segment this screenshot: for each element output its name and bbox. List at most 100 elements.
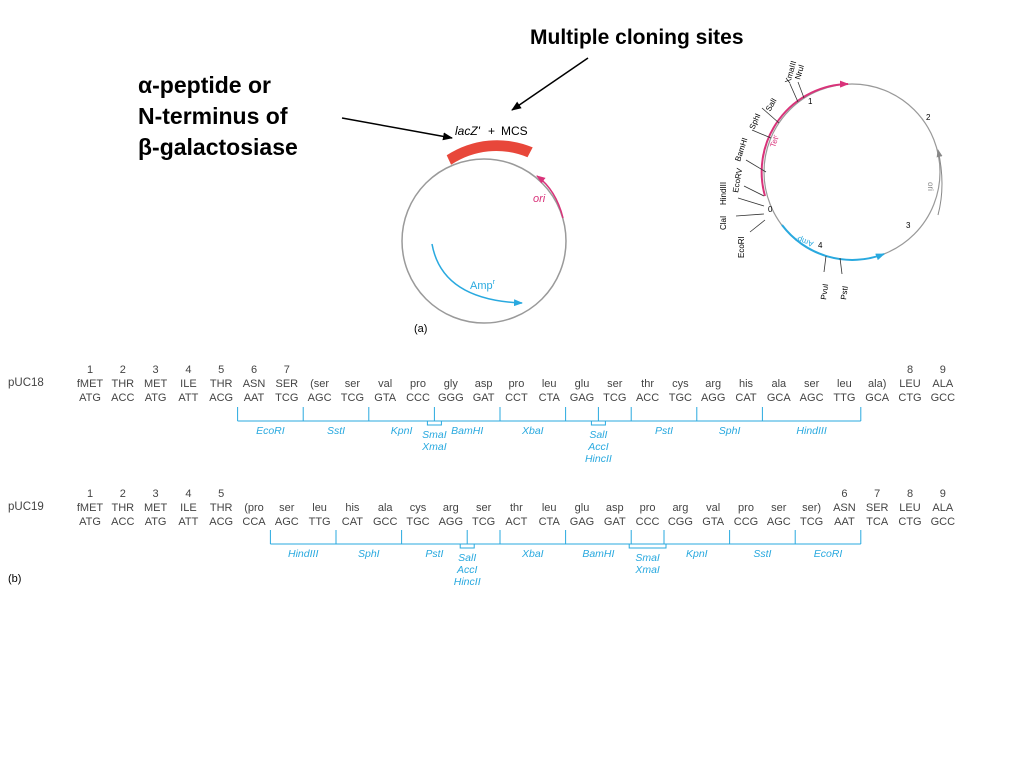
tet-label: Tetʳ bbox=[768, 134, 780, 149]
dna-codon: ACC bbox=[636, 392, 659, 404]
amino-acid: ala) bbox=[868, 378, 886, 390]
amino-acid: ser bbox=[279, 502, 295, 514]
codon-number: 2 bbox=[120, 364, 126, 376]
dna-codon: CCC bbox=[636, 516, 660, 528]
dna-codon: CAT bbox=[735, 392, 756, 404]
spoke-clai bbox=[735, 213, 765, 217]
dna-codon: TCG bbox=[341, 392, 364, 404]
site-label-ssti: SstI bbox=[753, 548, 771, 560]
amino-acid: ALA bbox=[932, 502, 953, 514]
amino-acid: arg bbox=[705, 378, 721, 390]
dna-codon: GAG bbox=[570, 392, 594, 404]
mcs-label: MCS bbox=[501, 124, 528, 138]
puc19-codon-table: 1fMETATG2THRACC3METATG4ILEATT5THRACG(pro… bbox=[77, 488, 955, 528]
amino-acid: THR bbox=[111, 502, 134, 514]
ori-arrow bbox=[536, 175, 564, 219]
amino-acid: ASN bbox=[243, 378, 266, 390]
spoke-nrui bbox=[797, 81, 805, 99]
dna-codon: GCC bbox=[931, 516, 956, 528]
amino-acid: (pro bbox=[244, 502, 264, 514]
spoke-hindiii bbox=[737, 197, 765, 207]
lacz-gene-label: lacZ' bbox=[455, 124, 481, 138]
site-label-ecori: EcoRI bbox=[256, 425, 285, 437]
spoke-ecorv bbox=[743, 185, 765, 197]
codon-number: 1 bbox=[87, 364, 93, 376]
site-label-xmai: XmaI bbox=[421, 441, 447, 453]
site-label-bamhi: BamHI bbox=[451, 425, 483, 437]
site-label-psti: PstI bbox=[425, 548, 443, 560]
site-sphi: SphI bbox=[748, 112, 763, 131]
amino-acid: arg bbox=[672, 502, 688, 514]
amino-acid: ala bbox=[378, 502, 394, 514]
site-label-sphi: SphI bbox=[358, 548, 380, 560]
plasmid-map: ori Tetʳ Ampʳ 0 1 2 3 4 EcoRI ClaI HindI… bbox=[719, 60, 943, 300]
codon-number: 5 bbox=[218, 364, 224, 376]
plasmid-circle bbox=[401, 158, 567, 324]
codon-number: 2 bbox=[120, 488, 126, 500]
site-pvui: PvuI bbox=[819, 283, 830, 300]
amino-acid: arg bbox=[443, 502, 459, 514]
amino-acid: ALA bbox=[932, 378, 953, 390]
dna-codon: CTG bbox=[898, 516, 921, 528]
dna-codon: AGC bbox=[767, 516, 791, 528]
mcs-pointer-arrow bbox=[511, 57, 589, 111]
dna-codon: GCC bbox=[373, 516, 398, 528]
amino-acid: pro bbox=[410, 378, 426, 390]
amino-acid: thr bbox=[641, 378, 654, 390]
amino-acid: pro bbox=[738, 502, 754, 514]
site-label-kpni: KpnI bbox=[686, 548, 708, 560]
dna-codon: TTG bbox=[833, 392, 855, 404]
dna-codon: TGC bbox=[669, 392, 692, 404]
dna-codon: GAG bbox=[570, 516, 594, 528]
amino-acid: val bbox=[378, 378, 392, 390]
map-tick-1: 1 bbox=[808, 97, 813, 106]
dna-codon: ATG bbox=[145, 392, 167, 404]
spoke-psti bbox=[839, 257, 843, 275]
amino-acid: LEU bbox=[899, 502, 920, 514]
dna-codon: GCA bbox=[767, 392, 792, 404]
amino-acid: ser bbox=[771, 502, 787, 514]
site-label-bamhi: BamHI bbox=[582, 548, 614, 560]
dna-codon: GCA bbox=[865, 392, 890, 404]
dna-codon: CTG bbox=[898, 392, 921, 404]
panel-a-label: (a) bbox=[414, 323, 427, 335]
site-label-sali: SalI bbox=[458, 552, 476, 564]
codon-number: 8 bbox=[907, 488, 913, 500]
amino-acid: SER bbox=[866, 502, 889, 514]
site-label-xbai: XbaI bbox=[521, 425, 544, 437]
codon-number: 7 bbox=[284, 364, 290, 376]
lacz-description-line2: N-terminus of bbox=[138, 103, 288, 129]
amino-acid: (ser bbox=[310, 378, 329, 390]
dna-codon: TCA bbox=[866, 516, 889, 528]
codon-number: 9 bbox=[940, 488, 946, 500]
site-label-kpni: KpnI bbox=[391, 425, 413, 437]
codon-number: 6 bbox=[841, 488, 847, 500]
dna-codon: ATG bbox=[79, 516, 101, 528]
amino-acid: cys bbox=[410, 502, 427, 514]
amino-acid: thr bbox=[510, 502, 523, 514]
codon-number: 3 bbox=[153, 364, 159, 376]
amino-acid: val bbox=[706, 502, 720, 514]
amp-arrow bbox=[431, 243, 523, 307]
site-clai: ClaI bbox=[719, 216, 728, 230]
site-label-acci: AccI bbox=[587, 441, 609, 453]
amino-acid: leu bbox=[312, 502, 327, 514]
dna-codon: ACT bbox=[505, 516, 527, 528]
lacz-pointer-arrow bbox=[341, 117, 453, 141]
spoke-xmaiii bbox=[789, 83, 799, 103]
amino-acid: THR bbox=[111, 378, 134, 390]
map-tick-2: 2 bbox=[926, 113, 931, 122]
site-label-xbai: XbaI bbox=[521, 548, 544, 560]
dna-codon: CCA bbox=[242, 516, 266, 528]
amino-acid: asp bbox=[475, 378, 493, 390]
dna-codon: ATG bbox=[79, 392, 101, 404]
amino-acid: LEU bbox=[899, 378, 920, 390]
site-ecori: EcoRI bbox=[737, 236, 746, 258]
dna-codon: ACC bbox=[111, 392, 134, 404]
site-label-acci: AccI bbox=[456, 564, 478, 576]
amino-acid: his bbox=[345, 502, 360, 514]
amino-acid: THR bbox=[210, 378, 233, 390]
amino-acid: fMET bbox=[77, 502, 104, 514]
dna-codon: AGG bbox=[701, 392, 725, 404]
